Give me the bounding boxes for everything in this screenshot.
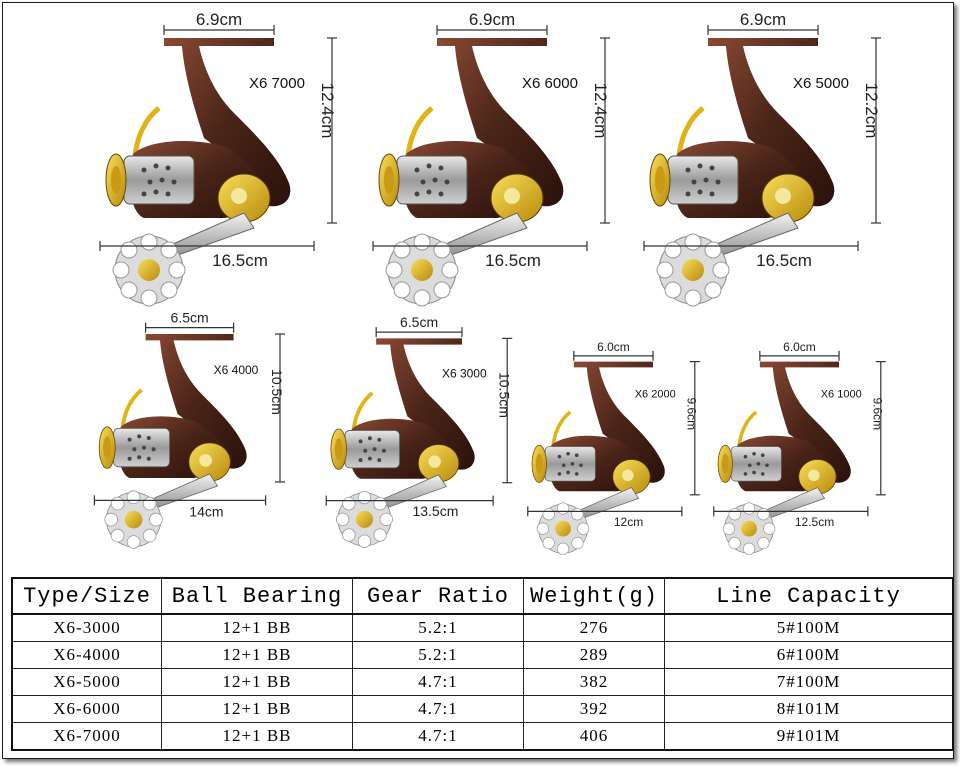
reel-1: 6.9cm 12.4cm X6 7000 16.5cm bbox=[92, 8, 352, 298]
model-label: X6 7000 bbox=[249, 75, 305, 92]
height-label: 10.5cm bbox=[496, 372, 512, 418]
width-label: 6.0cm bbox=[783, 340, 816, 354]
cell-bearing: 12+1 BB bbox=[161, 613, 353, 642]
reel-illustration: 6.5cm 10.5cm X6 4000 14cm bbox=[93, 310, 285, 542]
model-label: X6 1000 bbox=[821, 389, 862, 401]
height-label: 12.4cm bbox=[318, 83, 337, 139]
length-label: 12cm bbox=[614, 515, 643, 529]
table-row: X6-3000 12+1 BB 5.2:1 276 5#100M bbox=[11, 613, 954, 642]
table-row: X6-4000 12+1 BB 5.2:1 289 6#100M bbox=[11, 641, 954, 669]
spec-table-header: Type/Size Ball Bearing Gear Ratio Weight… bbox=[11, 577, 954, 615]
width-label: 6.0cm bbox=[597, 340, 630, 354]
reel-7: 6.0cm 9.6cm X6 1000 12.5cm bbox=[708, 340, 895, 557]
cell-weight: 289 bbox=[523, 641, 665, 669]
cell-bearing: 12+1 BB bbox=[161, 641, 353, 669]
cell-bearing: 12+1 BB bbox=[161, 668, 353, 696]
length-label: 16.5cm bbox=[212, 251, 268, 270]
width-label: 6.9cm bbox=[469, 10, 515, 29]
reel-2: 6.9cm 12.4cm X6 6000 16.5cm bbox=[365, 8, 625, 298]
model-label: X6 3000 bbox=[442, 366, 487, 380]
model-label: X6 6000 bbox=[522, 75, 578, 92]
reel-3: 6.9cm 12.2cm X6 5000 16.5cm bbox=[636, 8, 896, 298]
cell-bearing: 12+1 BB bbox=[161, 695, 353, 723]
model-label: X6 5000 bbox=[793, 75, 849, 92]
reel-5: 6.5cm 10.5cm X6 3000 13.5cm bbox=[320, 314, 523, 550]
header-gear-ratio: Gear Ratio bbox=[352, 577, 524, 615]
cell-type: X6-4000 bbox=[11, 641, 162, 669]
length-label: 16.5cm bbox=[756, 251, 812, 270]
cell-gear-ratio: 4.7:1 bbox=[352, 722, 524, 751]
length-label: 13.5cm bbox=[412, 503, 458, 519]
cell-type: X6-7000 bbox=[11, 722, 162, 751]
cell-gear-ratio: 4.7:1 bbox=[352, 668, 524, 696]
cell-gear-ratio: 4.7:1 bbox=[352, 695, 524, 723]
table-row: X6-5000 12+1 BB 4.7:1 382 7#100M bbox=[11, 668, 954, 696]
spec-table: Type/Size Ball Bearing Gear Ratio Weight… bbox=[11, 577, 954, 751]
width-label: 6.5cm bbox=[171, 310, 209, 326]
cell-weight: 276 bbox=[523, 613, 665, 642]
cell-type: X6-5000 bbox=[11, 668, 162, 696]
reel-illustration: 6.9cm 12.4cm X6 6000 16.5cm bbox=[372, 10, 610, 298]
height-label: 10.5cm bbox=[269, 369, 285, 415]
table-row: X6-7000 12+1 BB 4.7:1 406 9#101M bbox=[11, 722, 954, 751]
cell-line-capacity: 6#100M bbox=[664, 641, 954, 669]
length-label: 14cm bbox=[189, 503, 223, 519]
height-label: 9.6cm bbox=[685, 397, 699, 430]
length-label: 16.5cm bbox=[485, 251, 541, 270]
length-label: 12.5cm bbox=[795, 515, 834, 529]
reel-illustration: 6.0cm 9.6cm X6 2000 12cm bbox=[527, 340, 700, 557]
height-label: 9.6cm bbox=[871, 397, 885, 430]
reel-illustration: 6.5cm 10.5cm X6 3000 13.5cm bbox=[325, 314, 512, 550]
model-label: X6 4000 bbox=[214, 363, 259, 377]
cell-gear-ratio: 5.2:1 bbox=[352, 641, 524, 669]
reel-illustration: 6.0cm 9.6cm X6 1000 12.5cm bbox=[713, 340, 886, 557]
cell-weight: 382 bbox=[523, 668, 665, 696]
width-label: 6.9cm bbox=[740, 10, 786, 29]
height-label: 12.2cm bbox=[862, 83, 881, 139]
cell-weight: 406 bbox=[523, 722, 665, 751]
header-weight: Weight(g) bbox=[523, 577, 665, 615]
cell-bearing: 12+1 BB bbox=[161, 722, 353, 751]
cell-weight: 392 bbox=[523, 695, 665, 723]
cell-gear-ratio: 5.2:1 bbox=[352, 613, 524, 642]
cell-line-capacity: 9#101M bbox=[664, 722, 954, 751]
height-label: 12.4cm bbox=[591, 83, 610, 139]
cell-type: X6-3000 bbox=[11, 613, 162, 642]
cell-line-capacity: 7#100M bbox=[664, 668, 954, 696]
table-row: X6-6000 12+1 BB 4.7:1 392 8#101M bbox=[11, 695, 954, 723]
reel-illustration: 6.9cm 12.4cm X6 7000 16.5cm bbox=[99, 10, 337, 298]
width-label: 6.9cm bbox=[196, 10, 242, 29]
cell-line-capacity: 8#101M bbox=[664, 695, 954, 723]
header-type-size: Type/Size bbox=[11, 577, 162, 615]
header-ball-bearing: Ball Bearing bbox=[161, 577, 353, 615]
width-label: 6.5cm bbox=[400, 314, 438, 330]
cell-type: X6-6000 bbox=[11, 695, 162, 723]
reel-illustration: 6.9cm 12.2cm X6 5000 16.5cm bbox=[643, 10, 881, 298]
reel-6: 6.0cm 9.6cm X6 2000 12cm bbox=[522, 340, 709, 557]
header-line-capacity: Line Capacity bbox=[664, 577, 954, 615]
cell-line-capacity: 5#100M bbox=[664, 613, 954, 642]
model-label: X6 2000 bbox=[635, 389, 676, 401]
reel-4: 6.5cm 10.5cm X6 4000 14cm bbox=[88, 310, 296, 542]
